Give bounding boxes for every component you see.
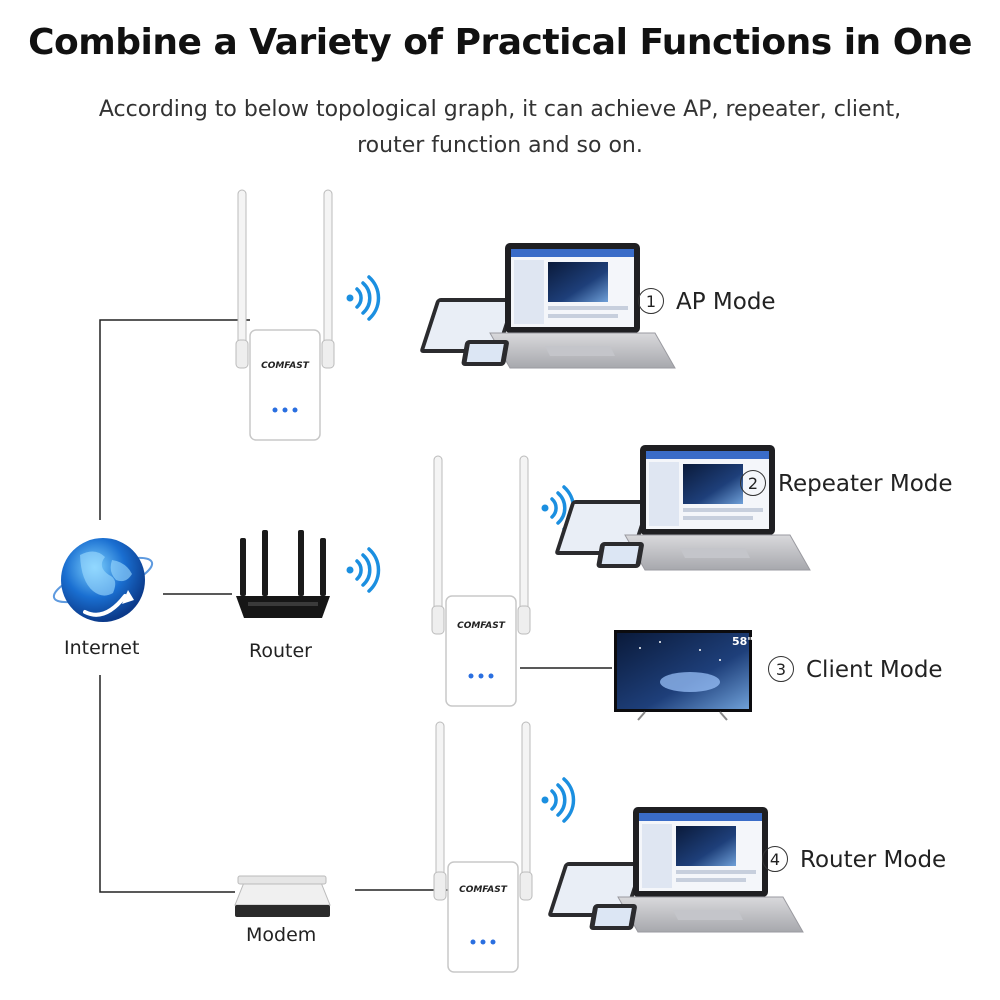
mode-number: 1 (638, 288, 664, 314)
mode-router: 4 Router Mode (762, 846, 946, 873)
extender-router-icon (433, 721, 533, 973)
brand-label: COMFAST (457, 621, 506, 631)
laptop-devices-icon (553, 444, 811, 571)
tv-size-label: 58" (732, 635, 753, 648)
tv-icon (614, 630, 752, 721)
router-icon (236, 530, 330, 618)
mode-client: 3 Client Mode (768, 656, 943, 683)
internet-globe-icon (52, 538, 154, 622)
wifi-signal-icon (539, 777, 576, 823)
mode-label: Client Mode (806, 657, 943, 683)
mode-number: 4 (762, 846, 788, 872)
brand-label: COMFAST (459, 885, 508, 895)
extender-client-icon (431, 455, 531, 707)
page-title: Combine a Variety of Practical Functions… (28, 22, 972, 63)
laptop-devices-icon (418, 242, 676, 369)
mode-label: AP Mode (676, 289, 776, 315)
mode-label: Repeater Mode (778, 471, 953, 497)
connection-lines (99, 319, 612, 893)
brand-label: COMFAST (261, 361, 310, 371)
extender-ap-icon (235, 189, 335, 441)
mode-label: Router Mode (800, 847, 947, 873)
modem-icon (234, 875, 331, 917)
router-label: Router (249, 640, 312, 662)
mode-repeater: 2 Repeater Mode (740, 470, 953, 497)
wifi-signal-icon (344, 547, 381, 593)
mode-number: 3 (768, 656, 794, 682)
mode-ap: 1 AP Mode (638, 288, 776, 315)
page-subtitle: According to below topological graph, it… (98, 97, 902, 158)
internet-label: Internet (64, 637, 140, 659)
mode-number: 2 (740, 470, 766, 496)
modem-label: Modem (246, 924, 317, 946)
wifi-signal-icon (344, 275, 381, 321)
